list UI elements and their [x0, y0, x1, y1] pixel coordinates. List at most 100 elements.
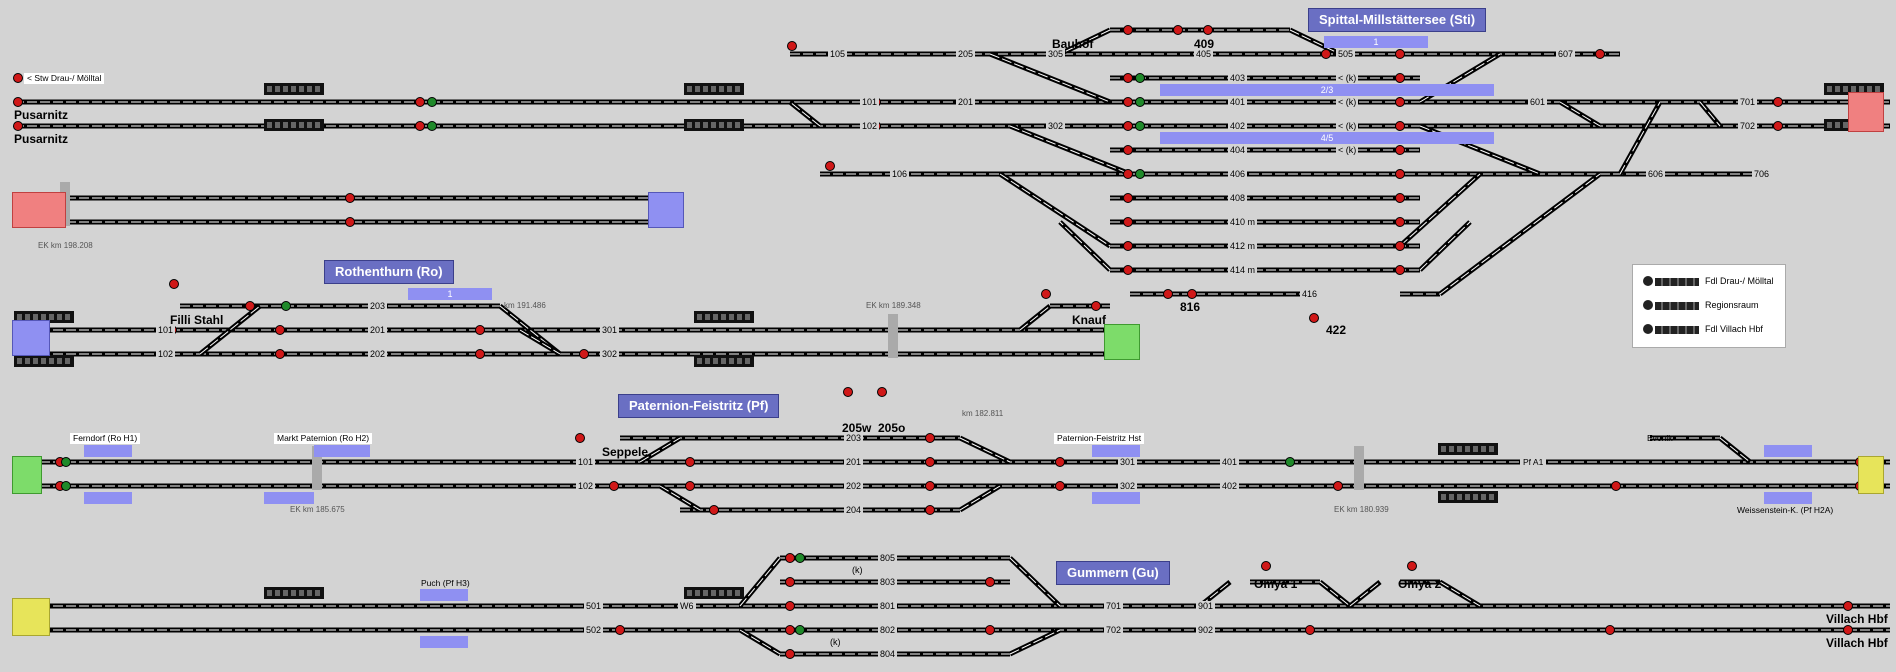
signal-icon[interactable] [1123, 73, 1133, 83]
signal-icon[interactable] [1395, 145, 1405, 155]
signal-icon[interactable] [925, 481, 935, 491]
occupancy-bar-ferndorf-a[interactable] [84, 445, 132, 457]
signal-icon[interactable] [785, 601, 795, 611]
signal-icon[interactable] [843, 387, 853, 397]
signal-icon[interactable] [1123, 241, 1133, 251]
edge-block-blue-ro[interactable] [12, 320, 50, 356]
signal-icon[interactable] [785, 553, 795, 563]
signal-icon[interactable] [61, 457, 71, 467]
station-title-gummern[interactable]: Gummern (Gu) [1056, 561, 1170, 585]
signal-icon[interactable] [1395, 265, 1405, 275]
signal-icon[interactable] [1123, 217, 1133, 227]
signal-icon[interactable] [1123, 145, 1133, 155]
edge-block-red-left[interactable] [12, 192, 66, 228]
signal-icon[interactable] [1321, 49, 1331, 59]
signal-icon[interactable] [1135, 97, 1145, 107]
signal-icon[interactable] [1135, 73, 1145, 83]
signal-icon[interactable] [1123, 169, 1133, 179]
signal-icon[interactable] [415, 121, 425, 131]
signal-icon[interactable] [1309, 313, 1319, 323]
signal-icon[interactable] [245, 301, 255, 311]
signal-icon[interactable] [785, 649, 795, 659]
signal-icon[interactable] [1395, 49, 1405, 59]
signal-icon[interactable] [61, 481, 71, 491]
signal-icon[interactable] [427, 97, 437, 107]
occupancy-bar-puch-a[interactable] [420, 589, 468, 601]
signal-icon[interactable] [1135, 121, 1145, 131]
signal-icon[interactable] [1395, 217, 1405, 227]
signal-icon[interactable] [1395, 121, 1405, 131]
edge-block-blue-sb[interactable] [648, 192, 684, 228]
signal-icon[interactable] [1187, 289, 1197, 299]
signal-icon[interactable] [785, 625, 795, 635]
signal-icon[interactable] [787, 41, 797, 51]
signal-icon[interactable] [609, 481, 619, 491]
signal-icon[interactable] [785, 577, 795, 587]
signal-icon[interactable] [1773, 121, 1783, 131]
occupancy-bar-markt-b[interactable] [264, 492, 314, 504]
signal-icon[interactable] [1395, 193, 1405, 203]
signal-icon[interactable] [415, 97, 425, 107]
occupancy-bar-404[interactable]: 4/5 [1160, 132, 1494, 144]
signal-icon[interactable] [1123, 265, 1133, 275]
signal-icon[interactable] [1041, 289, 1051, 299]
signal-icon[interactable] [575, 433, 585, 443]
occupancy-bar-ferndorf-b[interactable] [84, 492, 132, 504]
occupancy-bar-403[interactable]: 2/3 [1160, 84, 1494, 96]
signal-icon[interactable] [1091, 301, 1101, 311]
occupancy-bar-weiss-b[interactable] [1764, 492, 1812, 504]
signal-icon[interactable] [1285, 457, 1295, 467]
signal-icon[interactable] [475, 349, 485, 359]
occupancy-bar-markt-a[interactable] [314, 445, 370, 457]
signal-icon[interactable] [1595, 49, 1605, 59]
signal-icon[interactable] [275, 349, 285, 359]
signal-icon[interactable] [1135, 169, 1145, 179]
signal-icon[interactable] [985, 577, 995, 587]
signal-icon[interactable] [615, 625, 625, 635]
edge-block-green-ro[interactable] [1104, 324, 1140, 360]
signal-icon[interactable] [795, 553, 805, 563]
station-title-rothenthurn[interactable]: Rothenthurn (Ro) [324, 260, 454, 284]
signal-icon[interactable] [1843, 601, 1853, 611]
signal-icon[interactable] [1605, 625, 1615, 635]
occupancy-bar-weiss-a[interactable] [1764, 445, 1812, 457]
signal-icon[interactable] [1305, 625, 1315, 635]
signal-icon[interactable] [345, 217, 355, 227]
track-segment[interactable] [198, 304, 262, 356]
edge-block-yellow-gu[interactable] [12, 598, 50, 636]
occupancy-bar-ro203[interactable]: 1 [408, 288, 492, 300]
signal-icon[interactable] [345, 193, 355, 203]
signal-icon[interactable] [1843, 625, 1853, 635]
edge-block-yellow-pf[interactable] [1858, 456, 1884, 494]
signal-icon[interactable] [1203, 25, 1213, 35]
signal-icon[interactable] [1123, 121, 1133, 131]
signal-icon[interactable] [985, 625, 995, 635]
station-title-spittal[interactable]: Spittal-Millstättersee (Sti) [1308, 8, 1487, 32]
occupancy-bar-505[interactable]: 1 [1324, 36, 1428, 48]
signal-icon[interactable] [685, 457, 695, 467]
signal-icon[interactable] [1123, 97, 1133, 107]
signal-icon[interactable] [13, 73, 23, 83]
signal-icon[interactable] [1611, 481, 1621, 491]
signal-icon[interactable] [1163, 289, 1173, 299]
signal-icon[interactable] [1055, 457, 1065, 467]
signal-icon[interactable] [1395, 241, 1405, 251]
signal-icon[interactable] [925, 457, 935, 467]
occupancy-bar-pfhst-a[interactable] [1092, 445, 1140, 457]
signal-icon[interactable] [685, 481, 695, 491]
signal-icon[interactable] [13, 97, 23, 107]
signal-icon[interactable] [1173, 25, 1183, 35]
signal-icon[interactable] [1123, 193, 1133, 203]
signal-icon[interactable] [925, 433, 935, 443]
signal-icon[interactable] [1407, 561, 1417, 571]
signal-icon[interactable] [281, 301, 291, 311]
occupancy-bar-pfhst-b[interactable] [1092, 492, 1140, 504]
signal-icon[interactable] [795, 625, 805, 635]
signal-icon[interactable] [877, 387, 887, 397]
signal-icon[interactable] [925, 505, 935, 515]
signal-icon[interactable] [169, 279, 179, 289]
signal-icon[interactable] [275, 325, 285, 335]
signal-icon[interactable] [1123, 25, 1133, 35]
signal-icon[interactable] [1773, 97, 1783, 107]
signal-icon[interactable] [13, 121, 23, 131]
